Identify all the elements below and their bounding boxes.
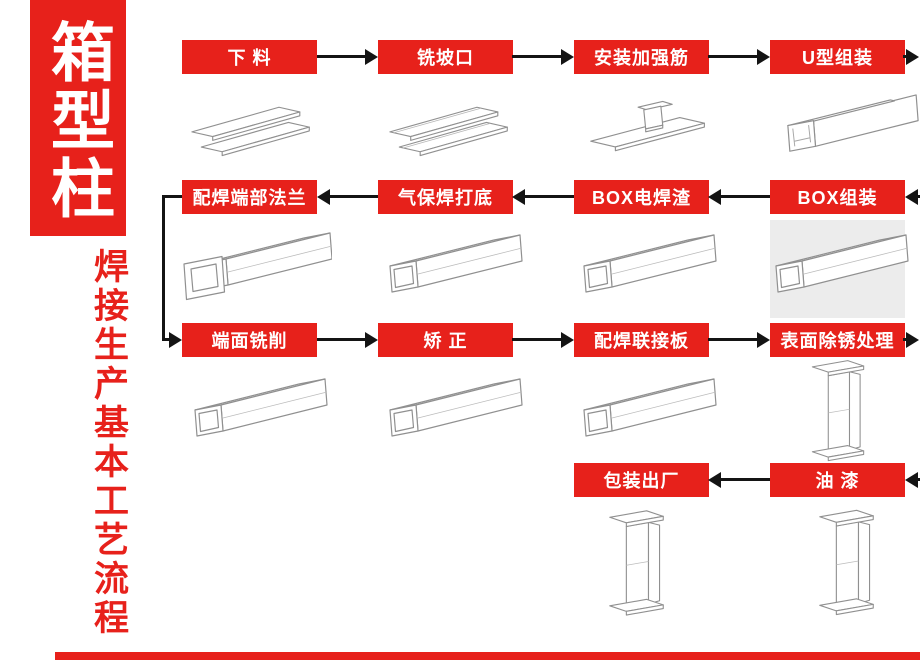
poster-title: 箱型柱 [42, 19, 114, 223]
illustration-beveled-plates [386, 94, 514, 165]
flow-step-painting: 油 漆 [770, 463, 905, 497]
flow-step-straightening: 矫 正 [378, 323, 513, 357]
flow-arrow-right [708, 338, 757, 341]
flow-arrow-left [525, 195, 574, 198]
flow-step-u-assembly: U型组装 [770, 40, 905, 74]
illustration-cutting-plates [191, 106, 310, 157]
flow-step-stiffener-install: 安装加强筋 [574, 40, 709, 74]
flow-arrow-right-edge [903, 55, 906, 58]
illustration-box-column-connection-plate [583, 378, 717, 437]
flow-step-packing-shipping: 包装出厂 [574, 463, 709, 497]
connector-line-horizontal [162, 195, 182, 198]
flow-step-gas-shielded-root-weld: 气保焊打底 [378, 180, 513, 214]
flow-arrow-left [330, 195, 378, 198]
flow-step-box-assembly: BOX组装 [770, 180, 905, 214]
connector-line-vertical [162, 195, 165, 341]
flow-step-end-flange-welding: 配焊端部法兰 [182, 180, 317, 214]
flow-step-surface-derusting: 表面除锈处理 [770, 323, 905, 357]
flow-arrow-right-edge [903, 338, 906, 341]
illustration-vertical-column-packed [609, 510, 664, 616]
flow-arrow-left [721, 195, 770, 198]
flow-arrow-right [317, 338, 365, 341]
illustration-stiffener-plate [590, 100, 705, 152]
illustration-box-column-straightened [389, 378, 523, 437]
illustration-column-with-end-flange [182, 228, 332, 313]
illustration-box-column-milled [194, 378, 328, 437]
flow-step-end-face-milling: 端面铣削 [182, 323, 317, 357]
flow-arrow-right [512, 55, 561, 58]
illustration-vertical-column-painted [819, 509, 874, 616]
illustration-box-column-electroslag [583, 234, 717, 293]
poster-subtitle: 焊接生产基本工艺流程 [89, 248, 128, 638]
flow-step-connection-plate-welding: 配焊联接板 [574, 323, 709, 357]
illustration-vertical-column-derusted [811, 360, 865, 462]
flow-arrow-left [721, 478, 770, 481]
illustration-box-column-root-weld [389, 234, 523, 293]
flow-step-cutting: 下 料 [182, 40, 317, 74]
flow-arrow-left-edge [918, 195, 920, 198]
flow-step-box-electroslag-weld: BOX电焊渣 [574, 180, 709, 214]
illustration-box-column-assembly [775, 234, 909, 293]
bottom-red-strip [55, 652, 920, 660]
flow-arrow-left-edge [918, 478, 920, 481]
illustration-u-channel [787, 94, 919, 152]
flow-arrow-right [512, 338, 561, 341]
flow-step-bevel-milling: 铣坡口 [378, 40, 513, 74]
flow-arrow-right [708, 55, 757, 58]
sidebar-banner: 箱型柱 [30, 0, 126, 236]
connector-arrow-right [162, 338, 169, 341]
flow-arrow-right [317, 55, 365, 58]
